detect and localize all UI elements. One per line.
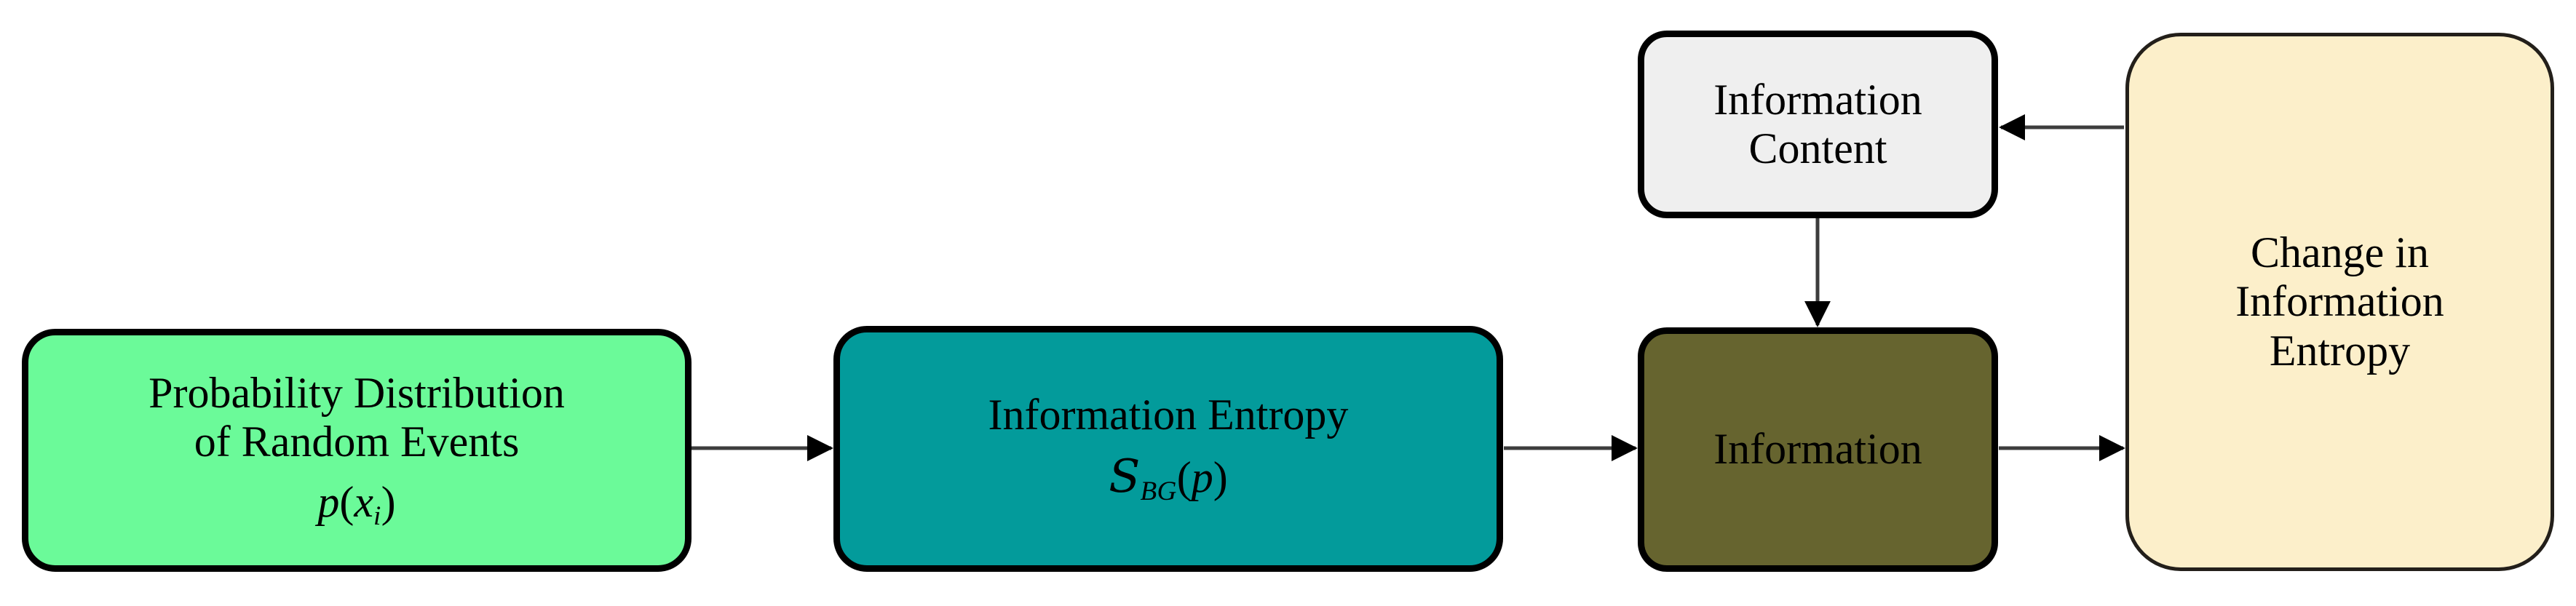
node-probability-line-1: Probability Distribution [148,368,565,417]
node-change-entropy-line-1: Change in [2251,228,2429,277]
node-information-line-1: Information [1713,425,1922,474]
formula-subscript: BG [1140,477,1177,507]
node-entropy-formula: SBG(p) [1109,450,1228,507]
formula-open-paren: ( [339,478,354,527]
formula-close-paren: ) [381,478,396,527]
node-probability-distribution[interactable]: Probability Distribution of Random Event… [22,329,691,572]
formula-variable: p [1191,453,1213,502]
formula-close-paren: ) [1213,453,1228,502]
node-info-content-line-2: Content [1748,124,1887,172]
formula-base: p [317,478,340,527]
node-change-entropy-line-3: Entropy [2269,326,2411,375]
formula-subscript: i [373,501,381,532]
node-information-entropy[interactable]: Information Entropy SBG(p) [833,326,1503,572]
formula-variable: x [354,478,373,527]
node-change-in-information-entropy[interactable]: Change in Information Entropy [2125,33,2554,571]
formula-open-paren: ( [1176,453,1192,502]
node-information-content[interactable]: Information Content [1638,31,1998,218]
node-probability-line-2: of Random Events [194,418,520,466]
node-information[interactable]: Information [1638,327,1998,572]
node-probability-formula: p(xi) [317,478,395,532]
node-entropy-line-1: Information Entropy [988,391,1349,439]
formula-base: S [1109,450,1141,503]
node-change-entropy-line-2: Information [2235,277,2444,326]
node-info-content-line-1: Information [1713,75,1922,124]
